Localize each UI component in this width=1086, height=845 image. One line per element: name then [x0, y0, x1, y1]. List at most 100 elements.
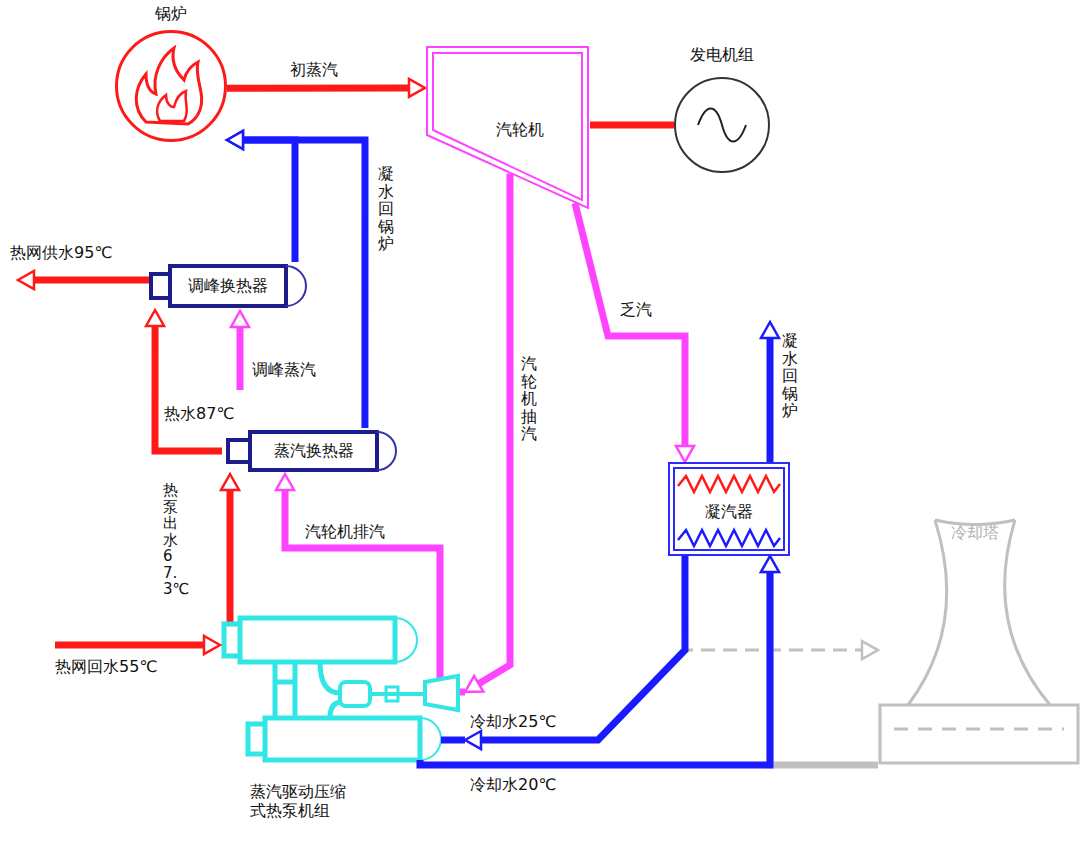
cylinder-cap	[420, 718, 441, 760]
flow-label: 乏汽	[620, 300, 652, 319]
arrowhead	[465, 731, 481, 749]
flow-line	[227, 490, 234, 610]
tower-outline	[908, 520, 1050, 705]
exchanger-nozzle	[228, 440, 250, 462]
heat-pump-machine	[224, 610, 465, 765]
flow-line	[237, 327, 244, 390]
arrowhead	[676, 446, 694, 462]
cylinder-cap	[395, 618, 417, 662]
pipe	[420, 760, 465, 765]
flow-line	[465, 572, 770, 765]
flow-label: 热网回水55℃	[55, 657, 157, 676]
arrowhead	[146, 310, 164, 326]
flame-symbol	[136, 48, 201, 124]
exchanger-nozzle	[151, 274, 170, 298]
node-label: 蒸汽换热器	[274, 441, 354, 460]
water-coil	[678, 530, 780, 546]
water-line	[894, 728, 1064, 731]
node-label: 锅炉	[115, 4, 227, 23]
heat-exchanger: 蒸汽换热器	[222, 428, 400, 474]
flow-line	[155, 326, 222, 451]
arrowhead	[204, 636, 220, 654]
flow-connector	[146, 310, 222, 451]
flow-label: 汽轮机抽汽	[521, 355, 537, 443]
flow-line	[479, 174, 510, 684]
condenser-box: 凝汽器	[668, 462, 790, 556]
node-label: 汽轮机	[465, 120, 575, 139]
small-turbine	[425, 676, 458, 710]
flow-connector	[590, 125, 674, 126]
flow-label: 调峰蒸汽	[252, 360, 316, 379]
node-label: 发电机组	[654, 45, 790, 64]
arrowhead	[276, 474, 294, 490]
condenser-cylinder	[240, 618, 395, 662]
coupling	[386, 687, 398, 701]
flow-line	[767, 338, 774, 462]
steam-coil	[678, 476, 780, 492]
flow-connector	[761, 556, 878, 765]
turbine-outline	[433, 53, 582, 200]
flow-line	[55, 642, 204, 649]
flow-label: 凝水回锅炉	[782, 332, 798, 420]
arrowhead	[862, 641, 878, 659]
flow-label: 冷却水20℃	[470, 775, 556, 794]
condenser-outline	[669, 463, 789, 555]
flow-line	[590, 122, 674, 129]
flow-connector	[465, 556, 779, 765]
arrowhead	[761, 322, 779, 338]
cooling-tower: 冷却塔	[878, 515, 1080, 767]
flow-connector	[575, 203, 694, 462]
exchanger-body	[170, 266, 286, 306]
flow-line	[34, 277, 151, 284]
arrowhead	[18, 271, 34, 289]
arrowhead	[227, 131, 243, 149]
generator-circle: 发电机组	[674, 77, 770, 173]
exchanger-cap	[286, 266, 306, 306]
flow-line	[243, 140, 295, 262]
node-label: 调峰换热器	[188, 276, 268, 295]
heat-exchanger: 调峰换热器	[145, 262, 310, 310]
compressor	[340, 682, 370, 706]
flow-label: 初蒸汽	[290, 60, 338, 79]
arrowhead	[409, 79, 425, 97]
ac-symbol	[698, 109, 746, 142]
arrowhead	[221, 474, 239, 490]
flow-label: 凝水回锅炉	[378, 165, 394, 253]
flow-label: 热网供水95℃	[10, 243, 112, 262]
boiler-circle: 锅炉	[115, 30, 227, 142]
flow-connector	[276, 474, 440, 610]
flow-connector	[465, 556, 685, 749]
circle-outline	[675, 78, 769, 172]
circle-outline	[117, 32, 226, 141]
nozzle	[248, 724, 265, 754]
arrowhead	[227, 131, 243, 149]
flow-line	[285, 490, 440, 610]
node-outline	[115, 30, 227, 142]
node-outline	[878, 515, 1080, 767]
flow-connector	[227, 131, 295, 262]
flow-connector	[685, 556, 878, 659]
arrowhead	[231, 311, 249, 327]
node-label: 蒸汽驱动压缩式热泵机组	[250, 782, 354, 820]
pipe	[441, 737, 465, 744]
pipe	[275, 662, 295, 718]
evaporator-cylinder	[265, 718, 420, 760]
turbine-shape: 汽轮机	[425, 45, 590, 210]
tower-basin	[880, 705, 1078, 763]
node-label: 凝汽器	[668, 502, 790, 521]
flow-line	[575, 203, 685, 446]
turbine-outline	[427, 47, 588, 208]
arrowhead	[761, 556, 779, 572]
flow-connector	[227, 79, 425, 97]
flow-label: 冷却水25℃	[470, 712, 556, 731]
heat-pump-unit: 蒸汽驱动压缩式热泵机组	[220, 610, 465, 775]
arrowhead	[761, 556, 779, 572]
arrowhead	[465, 676, 483, 692]
flow-line	[770, 572, 878, 765]
flow-line	[227, 84, 409, 91]
flow-label: 汽轮机排汽	[305, 522, 385, 541]
flame-symbol	[157, 91, 187, 121]
exchanger-cap	[377, 432, 396, 470]
flow-connector	[221, 474, 239, 610]
flow-label: 热水87℃	[164, 404, 234, 423]
